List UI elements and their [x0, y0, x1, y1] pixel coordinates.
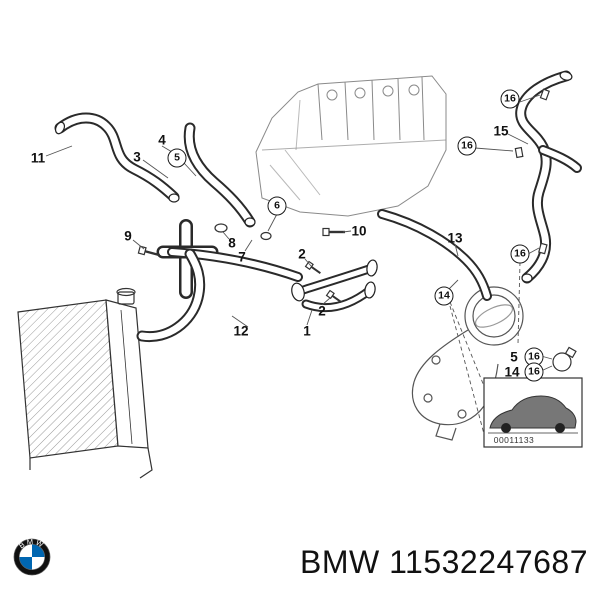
callout-9: 9 [124, 228, 132, 244]
hose-end-fittings [54, 71, 573, 302]
callout-8: 8 [228, 235, 236, 251]
footer: BMW BMW 11532247687 [0, 530, 600, 600]
callout-5: 5 [510, 349, 518, 365]
callout-16: 16 [524, 362, 544, 382]
car-silhouette [489, 395, 577, 429]
bolt-9 [137, 245, 160, 257]
callout-2: 2 [318, 303, 326, 319]
small-parts [137, 88, 577, 372]
callout-13: 13 [447, 230, 463, 246]
oring-6 [260, 231, 272, 241]
clamp-mark-16a [539, 88, 550, 101]
brand-text: BMW [300, 544, 380, 580]
callout-16: 16 [510, 244, 530, 264]
callout-14: 14 [434, 286, 454, 306]
radiator-drawing [17, 287, 153, 479]
callout-3: 3 [133, 149, 141, 165]
callout-7: 7 [238, 249, 246, 265]
callout-2: 2 [298, 246, 306, 262]
bmw-logo-quadrant-tr [32, 544, 45, 557]
clamp-icon [552, 346, 577, 372]
callout-6: 6 [267, 196, 287, 216]
clamp-mark-16b [514, 146, 524, 159]
engine-drawing [255, 75, 447, 217]
bmw-logo: BMW [13, 537, 51, 576]
part-number-text: 11532247687 [389, 544, 588, 580]
callout-12: 12 [233, 323, 249, 339]
throttle-body-drawing [411, 286, 524, 441]
bolt-2a [304, 260, 321, 274]
oring-8 [214, 223, 228, 233]
bmw-logo-quadrant-br [32, 557, 45, 570]
callout-16: 16 [500, 89, 520, 109]
callout-16: 16 [457, 136, 477, 156]
bolt-2b [325, 289, 342, 303]
callout-14: 14 [504, 364, 520, 380]
callout-10: 10 [351, 223, 367, 239]
clamp-mark-16c [538, 242, 548, 255]
leader-lines [45, 94, 553, 435]
parts-diagram [17, 70, 583, 479]
hose-drawings [54, 70, 582, 343]
callout-11: 11 [30, 150, 46, 166]
part-title: BMW 11532247687 [300, 544, 588, 581]
bolt-10 [322, 227, 345, 237]
bmw-logo-quadrant-tl [19, 544, 32, 557]
callout-15: 15 [493, 123, 509, 139]
callout-5: 5 [167, 148, 187, 168]
inset-box [483, 377, 583, 448]
callout-4: 4 [158, 132, 166, 148]
callout-1: 1 [303, 323, 311, 339]
bmw-logo-quadrant-bl [19, 557, 32, 570]
inset-code: 00011133 [493, 435, 535, 445]
